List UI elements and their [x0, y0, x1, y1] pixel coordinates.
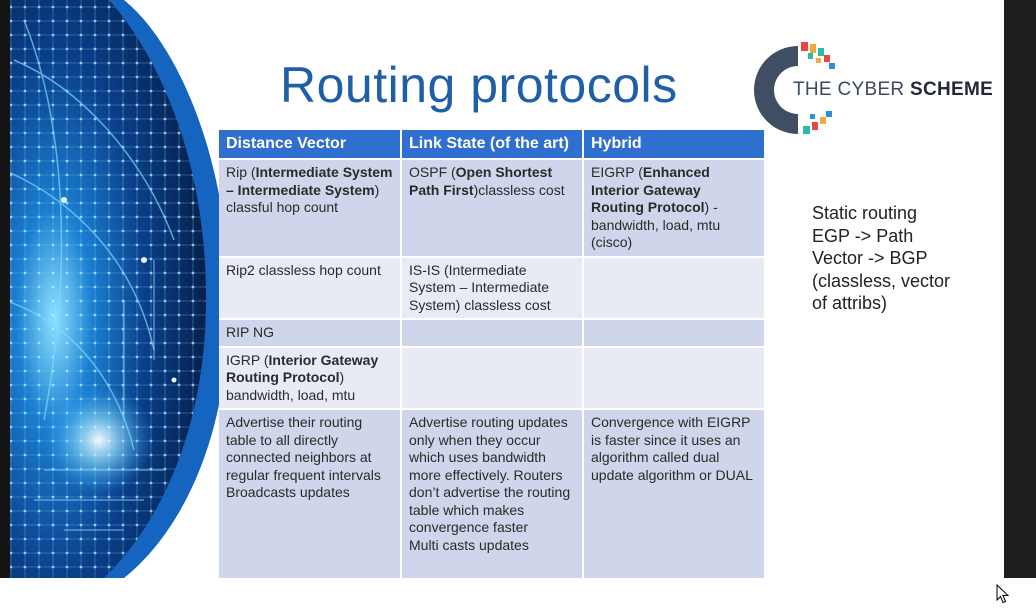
cell-empty	[583, 346, 766, 410]
cell-rip: Rip (Intermediate System – Intermediate …	[219, 159, 402, 258]
table-row: RIP NG	[219, 319, 766, 348]
cell-empty	[401, 319, 584, 348]
presentation-slide: Routing protocols THE CYBER SCHEME Dista…	[10, 0, 1004, 578]
cell-dv-description: Advertise their routing table to all dir…	[219, 409, 402, 578]
logo-wordmark: THE CYBER SCHEME	[793, 79, 993, 101]
cell-empty	[583, 319, 766, 348]
network-globe-graphic	[10, 0, 264, 578]
screen-bottom-area	[0, 578, 1036, 613]
cell-ls-description: Advertise routing updates only when they…	[401, 409, 584, 578]
static-routing-note: Static routing EGP -> Path Vector -> BGP…	[812, 203, 951, 313]
cell-empty	[401, 346, 584, 410]
cell-is-is: IS-IS (Intermediate System – Intermediat…	[401, 256, 584, 320]
table-row: Rip2 classless hop count IS-IS (Intermed…	[219, 256, 766, 320]
routing-protocols-table: Distance Vector Link State (of the art) …	[219, 130, 766, 578]
screen-right-edge	[1004, 0, 1036, 613]
logo-text-light: THE CYBER	[793, 79, 911, 100]
header-hybrid: Hybrid	[583, 130, 766, 160]
slide-title: Routing protocols	[280, 57, 678, 113]
cell-rip-ng: RIP NG	[219, 319, 402, 348]
cell-ospf: OSPF (Open Shortest Path First)classless…	[401, 159, 584, 258]
table-row: IGRP (Interior Gateway Routing Protocol)…	[219, 346, 766, 410]
screen-left-edge	[0, 0, 10, 578]
cyber-scheme-logo	[754, 42, 835, 134]
cell-igrp: IGRP (Interior Gateway Routing Protocol)…	[219, 346, 402, 410]
header-link-state: Link State (of the art)	[401, 130, 584, 160]
cell-hybrid-description: Convergence with EIGRP is faster since i…	[583, 409, 766, 578]
table-row: Advertise their routing table to all dir…	[219, 409, 766, 578]
cell-rip2: Rip2 classless hop count	[219, 256, 402, 320]
cell-eigrp: EIGRP (Enhanced Interior Gateway Routing…	[583, 159, 766, 258]
header-distance-vector: Distance Vector	[219, 130, 402, 160]
table-row: Rip (Intermediate System – Intermediate …	[219, 159, 766, 258]
mouse-pointer-icon	[996, 584, 1010, 604]
table-header-row: Distance Vector Link State (of the art) …	[219, 130, 766, 160]
cell-empty	[583, 256, 766, 320]
logo-text-bold: SCHEME	[910, 79, 994, 100]
